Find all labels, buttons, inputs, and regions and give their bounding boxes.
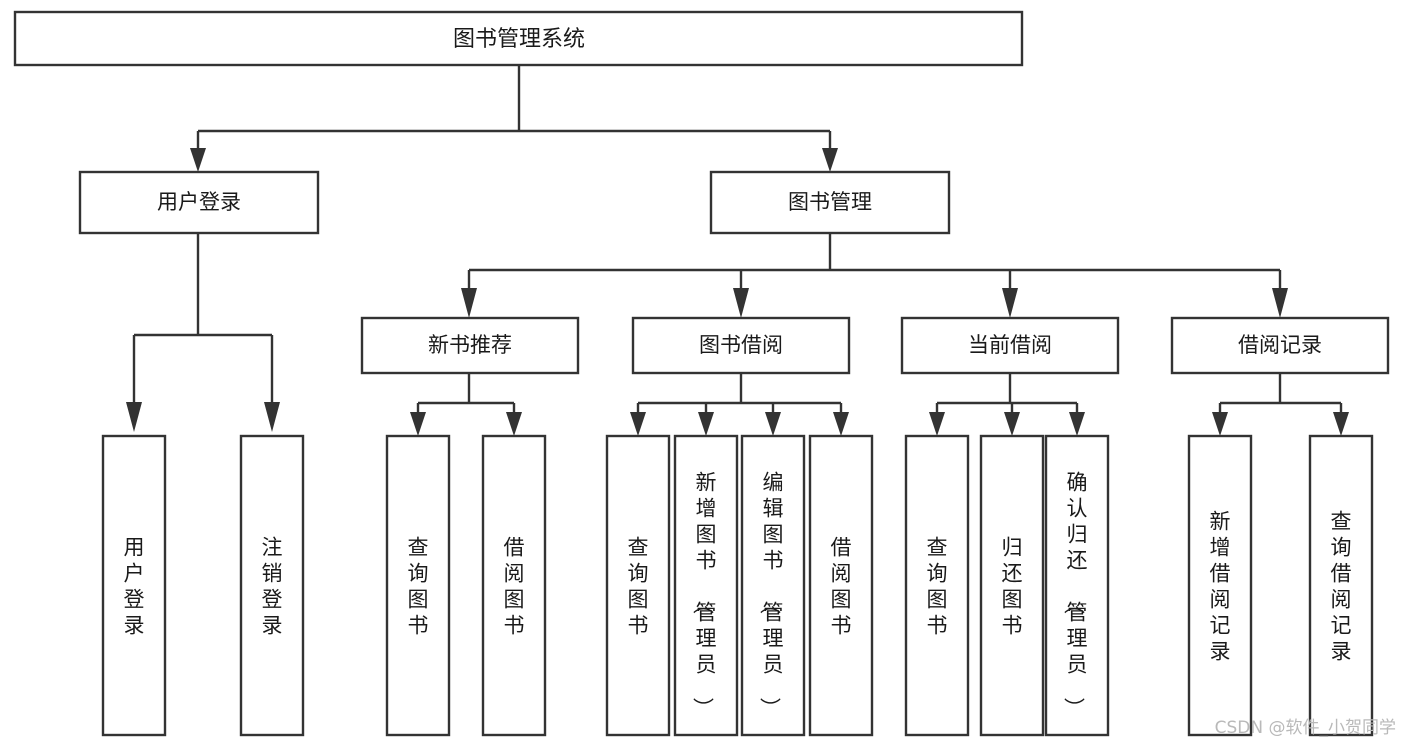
node-leaf-return-book-label: 归还图书 xyxy=(1002,535,1023,637)
arrowhead-leaf-user-logout xyxy=(264,402,280,432)
node-leaf-query-record-label: 查询借阅记录 xyxy=(1331,509,1352,663)
arrowhead-new-book-recommend xyxy=(461,288,477,318)
arrowhead-leaf-confirm-return xyxy=(1069,412,1085,436)
arrowhead-leaf-add-record xyxy=(1212,412,1228,436)
node-leaf-return-book[interactable]: 归还图书 xyxy=(979,434,1045,737)
arrowhead-book-manage xyxy=(822,148,838,172)
node-leaf-user-login[interactable]: 用户登录 xyxy=(101,434,167,737)
node-leaf-borrow-book-2[interactable]: 借阅图书 xyxy=(808,434,874,737)
node-leaf-user-logout-label: 注销登录 xyxy=(262,535,283,637)
arrowhead-leaf-borrow-book-2 xyxy=(833,412,849,436)
node-leaf-user-login-label: 用户登录 xyxy=(124,535,145,637)
arrowhead-borrow-record xyxy=(1272,288,1288,318)
node-leaf-query-book-2-label: 查询图书 xyxy=(628,535,649,637)
node-leaf-query-book-1[interactable]: 查询图书 xyxy=(385,434,451,737)
node-leaf-add-record-label: 新增借阅记录 xyxy=(1210,509,1231,663)
node-leaf-return-book-box[interactable] xyxy=(979,434,1045,737)
node-leaf-borrow-book-2-box[interactable] xyxy=(808,434,874,737)
node-leaf-borrow-book-1[interactable]: 借阅图书 xyxy=(481,434,547,737)
arrowhead-leaf-edit-book xyxy=(765,412,781,436)
node-book-manage-label: 图书管理 xyxy=(788,190,872,214)
connectors-layer xyxy=(126,66,1349,436)
node-user-login-box[interactable] xyxy=(78,170,320,235)
node-new-book-recommend[interactable]: 新书推荐 xyxy=(360,316,580,375)
node-leaf-add-book-label: 新增图书（管理员） xyxy=(691,470,717,718)
node-leaf-add-record-box[interactable] xyxy=(1187,434,1253,737)
node-leaf-query-book-2[interactable]: 查询图书 xyxy=(605,434,671,737)
node-root-label: 图书管理系统 xyxy=(453,27,585,52)
arrowhead-book-borrow xyxy=(733,288,749,318)
node-leaf-query-book-3[interactable]: 查询图书 xyxy=(904,434,970,737)
node-borrow-record-box[interactable] xyxy=(1170,316,1390,375)
arrowhead-leaf-borrow-book-1 xyxy=(506,412,522,436)
arrowhead-leaf-query-record xyxy=(1333,412,1349,436)
node-user-login[interactable]: 用户登录 xyxy=(78,170,320,235)
arrowhead-current-borrow xyxy=(1002,288,1018,318)
node-book-borrow-label: 图书借阅 xyxy=(699,333,783,357)
node-borrow-record-label: 借阅记录 xyxy=(1238,333,1322,357)
node-leaf-edit-book[interactable]: 编辑图书（管理员） xyxy=(740,434,806,737)
node-current-borrow-box[interactable] xyxy=(900,316,1120,375)
arrowhead-leaf-query-book-3 xyxy=(929,412,945,436)
node-leaf-borrow-book-2-label: 借阅图书 xyxy=(831,535,852,637)
node-borrow-record[interactable]: 借阅记录 xyxy=(1170,316,1390,375)
node-leaf-confirm-return-label: 确认归还（管理员） xyxy=(1062,470,1088,718)
node-current-borrow[interactable]: 当前借阅 xyxy=(900,316,1120,375)
node-leaf-user-login-box[interactable] xyxy=(101,434,167,737)
leaf-nodes-layer: 用户登录 注销登录 查询图书 借阅图书 查询图书 新增图书（管理员） xyxy=(101,434,1374,737)
node-leaf-confirm-return[interactable]: 确认归还（管理员） xyxy=(1044,434,1110,737)
arrowhead-leaf-query-book-2 xyxy=(630,412,646,436)
node-book-borrow[interactable]: 图书借阅 xyxy=(631,316,851,375)
node-leaf-query-book-2-box[interactable] xyxy=(605,434,671,737)
node-leaf-query-record-box[interactable] xyxy=(1308,434,1374,737)
node-leaf-confirm-return-box[interactable] xyxy=(1044,434,1110,737)
node-leaf-borrow-book-1-box[interactable] xyxy=(481,434,547,737)
node-leaf-add-record[interactable]: 新增借阅记录 xyxy=(1187,434,1253,737)
node-leaf-add-book[interactable]: 新增图书（管理员） xyxy=(673,434,739,737)
node-leaf-add-book-box[interactable] xyxy=(673,434,739,737)
node-leaf-query-book-1-label: 查询图书 xyxy=(408,535,429,637)
node-root-box[interactable] xyxy=(13,10,1024,67)
node-current-borrow-label: 当前借阅 xyxy=(968,333,1052,357)
arrowhead-leaf-query-book-1 xyxy=(410,412,426,436)
arrowhead-leaf-return-book xyxy=(1004,412,1020,436)
node-leaf-user-logout-box[interactable] xyxy=(239,434,305,737)
node-leaf-query-record[interactable]: 查询借阅记录 xyxy=(1308,434,1374,737)
arrowhead-leaf-add-book xyxy=(698,412,714,436)
node-leaf-query-book-3-box[interactable] xyxy=(904,434,970,737)
node-leaf-borrow-book-1-label: 借阅图书 xyxy=(504,535,525,637)
node-book-borrow-box[interactable] xyxy=(631,316,851,375)
node-book-manage[interactable]: 图书管理 xyxy=(709,170,951,235)
node-new-book-recommend-label: 新书推荐 xyxy=(428,333,512,357)
node-leaf-edit-book-label: 编辑图书（管理员） xyxy=(758,470,784,718)
arrowhead-user-login xyxy=(190,148,206,172)
arrowhead-leaf-user-login xyxy=(126,402,142,432)
node-user-login-label: 用户登录 xyxy=(157,190,241,214)
node-leaf-query-book-1-box[interactable] xyxy=(385,434,451,737)
node-leaf-query-book-3-label: 查询图书 xyxy=(927,535,948,637)
node-leaf-edit-book-box[interactable] xyxy=(740,434,806,737)
node-book-manage-box[interactable] xyxy=(709,170,951,235)
csdn-watermark: CSDN @软件_小贺同学 xyxy=(1215,718,1396,738)
node-leaf-user-logout[interactable]: 注销登录 xyxy=(239,434,305,737)
node-root[interactable]: 图书管理系统 xyxy=(13,10,1024,67)
node-new-book-recommend-box[interactable] xyxy=(360,316,580,375)
